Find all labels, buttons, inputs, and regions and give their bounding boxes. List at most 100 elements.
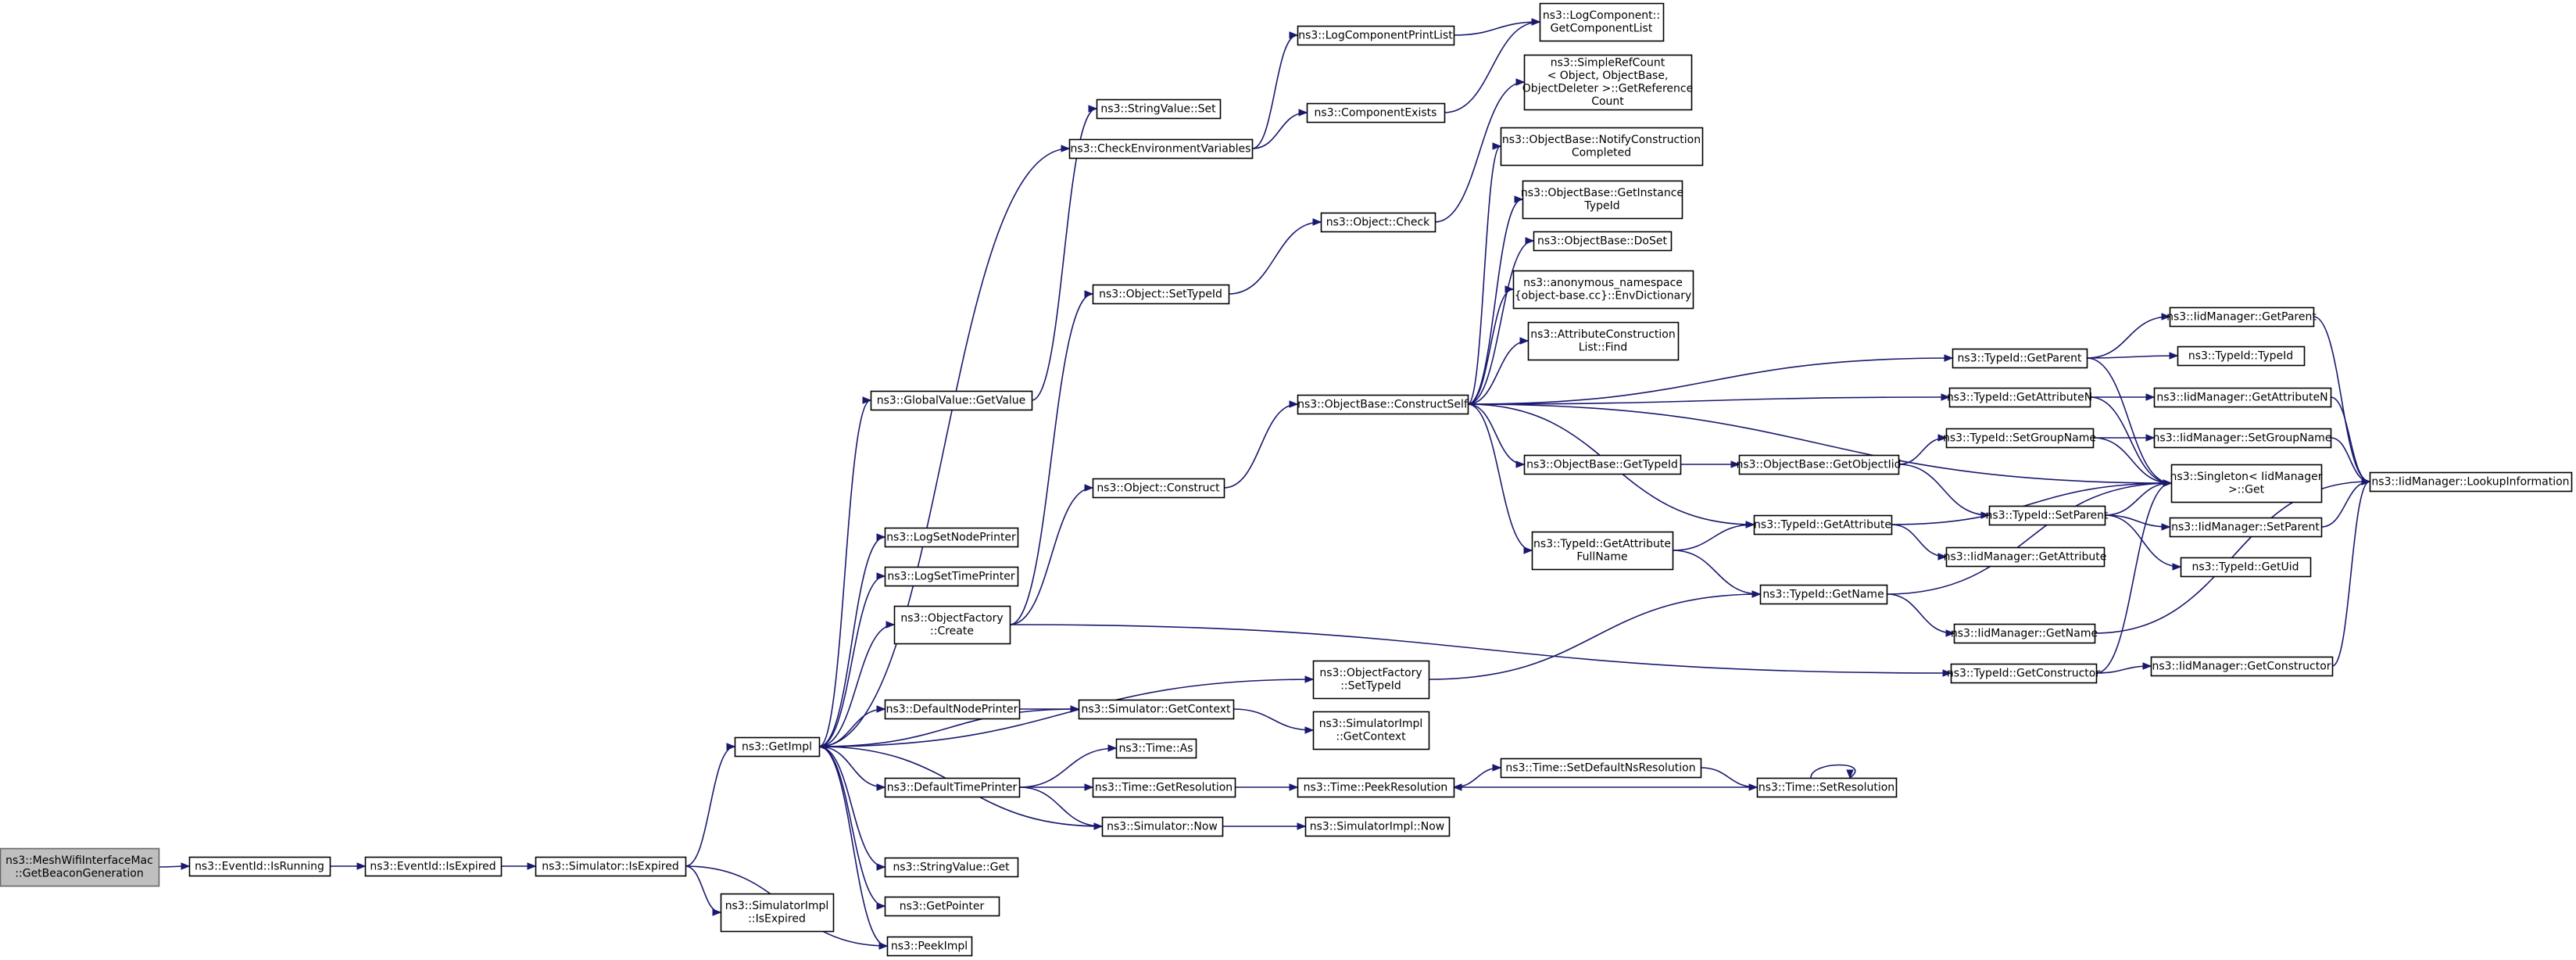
node-constructself[interactable]: ns3::ObjectBase::ConstructSelf — [1297, 394, 1469, 415]
node-defnode[interactable]: ns3::DefaultNodePrinter — [884, 699, 1021, 720]
edge-path — [685, 746, 735, 867]
node-box — [884, 699, 1021, 720]
node-label: GetComponentList — [1551, 23, 1653, 35]
node-simimplgetctx[interactable]: ns3::SimulatorImpl::GetContext — [1312, 711, 1430, 750]
node-simimplnow[interactable]: ns3::SimulatorImpl::Now — [1304, 816, 1451, 837]
node-label: ns3::TypeId::GetAttributeN — [1947, 391, 2092, 403]
node-getpointer[interactable]: ns3::GetPointer — [884, 896, 1000, 917]
node-logcompprint[interactable]: ns3::LogComponentPrintList — [1297, 25, 1455, 46]
edge-deftime-timegetres — [1019, 783, 1094, 791]
edge-path — [1672, 524, 1755, 551]
node-iidgetconstr[interactable]: ns3::IidManager::GetConstructor — [2150, 656, 2334, 677]
node-lognode[interactable]: ns3::LogSetNodePrinter — [884, 527, 1019, 548]
edge-logcompprint-logcompget — [1453, 18, 1541, 36]
node-objsettypeid[interactable]: ns3::Object::SetTypeId — [1092, 284, 1230, 305]
arrow-head — [1515, 460, 1526, 468]
node-objcheck[interactable]: ns3::Object::Check — [1320, 212, 1436, 233]
arrow-head — [818, 743, 828, 750]
node-stringset[interactable]: ns3::StringValue::Set — [1096, 99, 1222, 120]
node-iidgetattrn[interactable]: ns3::IidManager::GetAttributeN — [2153, 387, 2332, 408]
node-globalvalue[interactable]: ns3::GlobalValue::GetValue — [870, 390, 1033, 411]
node-tidgetparent[interactable]: ns3::TypeId::GetParent — [1952, 348, 2088, 369]
edge-iidgetattrn-lookupinfo — [2330, 396, 2371, 485]
node-simimplisexpired[interactable]: ns3::SimulatorImpl::IsExpired — [720, 893, 835, 933]
node-peekres[interactable]: ns3::Time::PeekResolution — [1297, 777, 1455, 798]
node-stringget[interactable]: ns3::StringValue::Get — [884, 857, 1019, 878]
node-root[interactable]: ns3::MeshWifiInterfaceMac::GetBeaconGene… — [0, 847, 160, 887]
arrow-head — [1312, 218, 1322, 226]
node-compexists[interactable]: ns3::ComponentExists — [1306, 102, 1446, 124]
node-checkenv[interactable]: ns3::CheckEnvironmentVariables — [1068, 138, 1254, 159]
node-timeas[interactable]: ns3::Time::As — [1115, 738, 1197, 759]
node-logtime[interactable]: ns3::LogSetTimePrinter — [884, 566, 1019, 587]
node-tidgetconstr[interactable]: ns3::TypeId::GetConstructor — [1947, 663, 2100, 684]
node-getimpl[interactable]: ns3::GetImpl — [734, 736, 821, 758]
arrow-head — [862, 396, 872, 404]
node-objfactcreate[interactable]: ns3::ObjectFactory::Create — [893, 605, 1011, 645]
node-iidgetattr[interactable]: ns3::IidManager::GetAttribute — [1944, 546, 2107, 568]
node-tidgetattr[interactable]: ns3::TypeId::GetAttribute — [1753, 514, 1893, 536]
node-setres[interactable]: ns3::Time::SetResolution — [1756, 777, 1898, 798]
edge-setres-peekres — [1452, 783, 1757, 791]
node-tidgetattrn[interactable]: ns3::TypeId::GetAttributeN — [1947, 387, 2092, 408]
node-tidsetgroup[interactable]: ns3::TypeId::SetGroupName — [1943, 428, 2096, 449]
node-label: ns3::LogSetNodePrinter — [886, 531, 1016, 543]
node-iidgetname[interactable]: ns3::IidManager::GetName — [1951, 623, 2098, 644]
node-obgetobjtid[interactable]: ns3::ObjectBase::GetObjectIid — [1736, 454, 1902, 475]
edge-simgetcontext-simimplgetctx — [1233, 708, 1315, 734]
node-tidsetparent[interactable]: ns3::TypeId::SetParent — [1986, 505, 2109, 526]
node-label: ns3::Simulator::GetContext — [1081, 703, 1231, 715]
node-objfactsettypeid[interactable]: ns3::ObjectFactory::SetTypeId — [1312, 660, 1430, 700]
node-notifyconstr[interactable]: ns3::ObjectBase::NotifyConstructionCompl… — [1500, 127, 1704, 167]
node-lookupinfo[interactable]: ns3::IidManager::LookupInformation — [2369, 471, 2573, 493]
arrow-head — [726, 743, 736, 750]
edge-tidgetparent-singleton — [2086, 357, 2173, 487]
node-simisexpired[interactable]: ns3::Simulator::IsExpired — [535, 856, 687, 877]
node-box — [893, 605, 1011, 645]
edge-objfactcreate-objconstruct — [1009, 484, 1094, 625]
node-simnow[interactable]: ns3::Simulator::Now — [1101, 816, 1224, 837]
node-tidtypeid[interactable]: ns3::TypeId::TypeId — [2177, 346, 2306, 367]
node-simgetcontext[interactable]: ns3::Simulator::GetContext — [1078, 699, 1235, 720]
edge-path — [1444, 21, 1540, 113]
node-timegetres[interactable]: ns3::Time::GetResolution — [1092, 777, 1236, 798]
edge-constructself-getattrfull — [1467, 403, 1533, 554]
node-envdict[interactable]: ns3::anonymous_namespace{object-base.cc}… — [1512, 270, 1694, 310]
node-isexpired[interactable]: ns3::EventId::IsExpired — [364, 856, 503, 877]
node-label: ns3::MeshWifiInterfaceMac — [5, 854, 153, 867]
edge-getimpl-logtime — [818, 572, 886, 747]
node-label: ns3::SimpleRefCount — [1551, 57, 1665, 70]
node-objconstruct[interactable]: ns3::Object::Construct — [1092, 478, 1225, 499]
node-box — [1297, 777, 1455, 798]
node-logcompget[interactable]: ns3::LogComponent::GetComponentList — [1539, 2, 1665, 42]
node-box — [1101, 816, 1224, 837]
node-setdefres[interactable]: ns3::Time::SetDefaultNsResolution — [1500, 758, 1702, 779]
node-box — [1756, 777, 1898, 798]
node-iidsetparent[interactable]: ns3::IidManager::SetParent — [2169, 517, 2323, 538]
edge-path — [1467, 403, 2172, 484]
node-iidgetparent[interactable]: ns3::IidManager::GetParent — [2166, 306, 2317, 328]
node-box — [1953, 623, 2096, 644]
edge-path — [818, 746, 888, 947]
arrow-head — [1084, 783, 1094, 791]
node-tidgetuid[interactable]: ns3::TypeId::GetUid — [2180, 557, 2312, 578]
node-deftime[interactable]: ns3::DefaultTimePrinter — [884, 777, 1021, 798]
node-isrunning[interactable]: ns3::EventId::IsRunning — [188, 856, 331, 877]
node-obgettypeid[interactable]: ns3::ObjectBase::GetTypeId — [1523, 454, 1682, 475]
node-doset[interactable]: ns3::ObjectBase::DoSet — [1533, 231, 1673, 252]
node-simplerefcount[interactable]: ns3::SimpleRefCount< Object, ObjectBase,… — [1522, 54, 1693, 111]
node-singleton[interactable]: ns3::Singleton< IidManager >::Get — [2170, 464, 2323, 503]
arrow-head — [1523, 546, 1533, 554]
edge-timegetres-peekres — [1235, 783, 1299, 791]
node-iidsetgroup[interactable]: ns3::IidManager::SetGroupName — [2153, 428, 2332, 449]
arrow-head — [1289, 31, 1299, 39]
node-box — [884, 777, 1021, 798]
node-tidgetname[interactable]: ns3::TypeId::GetName — [1759, 584, 1888, 605]
edge-isrunning-isexpired — [330, 862, 367, 870]
edge-path — [818, 746, 886, 788]
node-peekimpl[interactable]: ns3::PeekImpl — [886, 936, 973, 957]
edge-path — [1467, 340, 1529, 405]
